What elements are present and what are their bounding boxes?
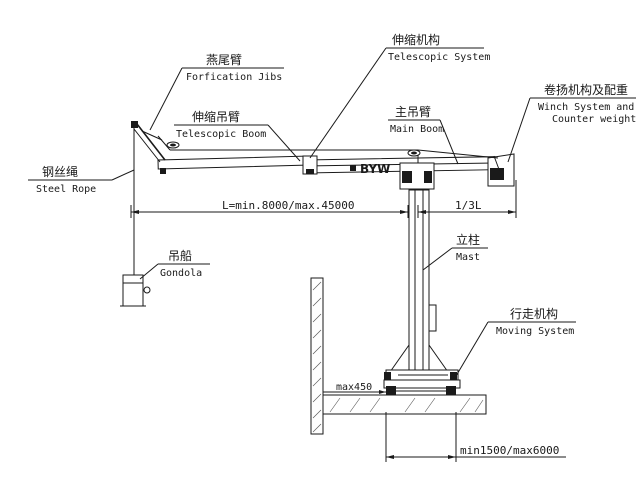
steel-rope-gondola <box>120 128 151 307</box>
callout-mast: 立柱 Mast <box>422 232 488 271</box>
callout-gondola: 吊船 Gondola <box>139 249 210 280</box>
callout-winch-en-1: Winch System and <box>538 102 634 113</box>
boom-assembly: BYW <box>157 135 515 190</box>
callout-telescopic-boom: 伸缩吊臂 Telescopic Boom <box>174 109 301 162</box>
dim-rear: 1/3L <box>417 180 517 218</box>
dim-parapet-label: max450 <box>336 382 372 393</box>
callout-main-boom-cn: 主吊臂 <box>395 105 431 119</box>
callout-jib-en: Forfication Jibs <box>186 72 282 83</box>
dim-reach-label: L=min.8000/max.45000 <box>222 199 354 212</box>
callout-jib: 燕尾臂 Forfication Jibs <box>149 53 284 131</box>
gondola <box>122 274 144 307</box>
callout-steel-rope-en: Steel Rope <box>36 184 96 195</box>
callout-gondola-cn: 吊船 <box>168 249 192 263</box>
parapet-wall <box>310 277 324 435</box>
callout-telescopic-boom-cn: 伸缩吊臂 <box>192 109 240 124</box>
roof-hatch <box>329 397 484 413</box>
callout-jib-cn: 燕尾臂 <box>206 53 242 67</box>
callout-winch-en-2: Counter weight <box>552 114 636 125</box>
tie-rod-rear <box>417 149 499 159</box>
moving-base <box>383 369 461 395</box>
building-structure <box>310 277 487 435</box>
callout-main-boom-en: Main Boom <box>390 124 444 135</box>
callout-moving-en: Moving System <box>496 326 574 337</box>
dim-reach: L=min.8000/max.45000 <box>130 199 409 218</box>
dim-track: min1500/max6000 <box>385 412 566 462</box>
callout-telescopic-system: 伸缩机构 Telescopic System <box>309 32 490 159</box>
dim-track-label: min1500/max6000 <box>460 444 559 457</box>
callout-telescopic-system-cn: 伸缩机构 <box>392 32 440 47</box>
callout-gondola-en: Gondola <box>160 268 202 279</box>
callout-winch: 卷扬机构及配重 Winch System and Counter weight <box>507 82 636 163</box>
parapet-hatch <box>312 281 322 433</box>
callout-telescopic-system-en: Telescopic System <box>388 52 490 63</box>
mast <box>389 189 449 373</box>
callout-mast-cn: 立柱 <box>456 232 480 247</box>
dim-rear-label: 1/3L <box>455 199 482 212</box>
callout-main-boom: 主吊臂 Main Boom <box>388 105 459 165</box>
roof-slab <box>322 394 487 415</box>
forfication-jib <box>131 121 166 163</box>
callout-steel-rope: 钢丝绳 Steel Rope <box>28 165 135 195</box>
callout-mast-en: Mast <box>456 252 480 263</box>
callout-moving-cn: 行走机构 <box>510 306 558 321</box>
callout-moving: 行走机构 Moving System <box>455 306 576 377</box>
callout-telescopic-boom-en: Telescopic Boom <box>176 129 266 140</box>
dim-parapet: max450 <box>323 382 386 394</box>
callout-steel-rope-cn: 钢丝绳 <box>42 165 78 179</box>
brand-logo: BYW <box>360 162 390 176</box>
callout-winch-cn: 卷扬机构及配重 <box>544 82 628 97</box>
telescopic-boom <box>157 155 311 170</box>
